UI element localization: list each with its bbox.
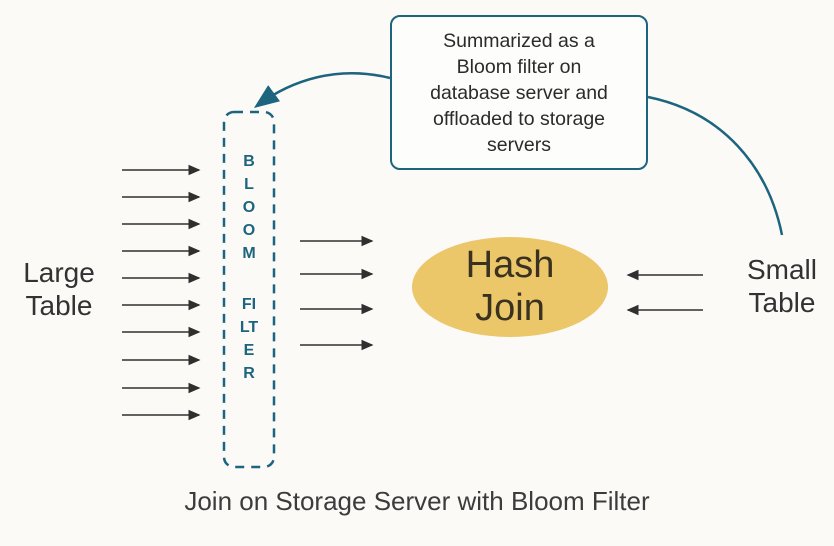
large-table-label: Large Table — [4, 256, 114, 322]
small-table-arrows — [626, 269, 703, 316]
bloom-filter-dashed-box — [222, 110, 276, 469]
small-table-to-callout-curve — [647, 95, 784, 236]
small-table-line: Table — [748, 287, 816, 318]
callout-line: Summarized as a — [443, 29, 595, 52]
callout-to-bloom-curve-arrow — [253, 72, 391, 108]
diagram-caption: Join on Storage Server with Bloom Filter — [184, 486, 650, 516]
large-table-arrows — [122, 164, 201, 421]
small-table-line: Small — [746, 254, 817, 285]
bloom-filter-label-filter: FILTER — [239, 296, 259, 382]
hash-join-ellipse: Hash Join — [412, 237, 608, 337]
hash-join-line: Join — [475, 287, 545, 329]
hash-join-line: Hash — [465, 244, 555, 286]
small-table-label: Small Table — [727, 253, 834, 319]
callout-line: servers — [487, 133, 551, 156]
large-table-line: Large — [23, 257, 95, 288]
bloom-to-hashjoin-arrows — [300, 235, 374, 351]
callout-line: Bloom filter on — [456, 55, 582, 78]
bloom-filter-label-bloom: BLOOM — [242, 153, 256, 262]
callout-line: database server and — [430, 81, 608, 104]
callout-line: offloaded to storage — [432, 107, 606, 130]
callout-box: Summarized as a Bloom filter on database… — [390, 15, 648, 170]
large-table-line: Table — [25, 290, 93, 321]
